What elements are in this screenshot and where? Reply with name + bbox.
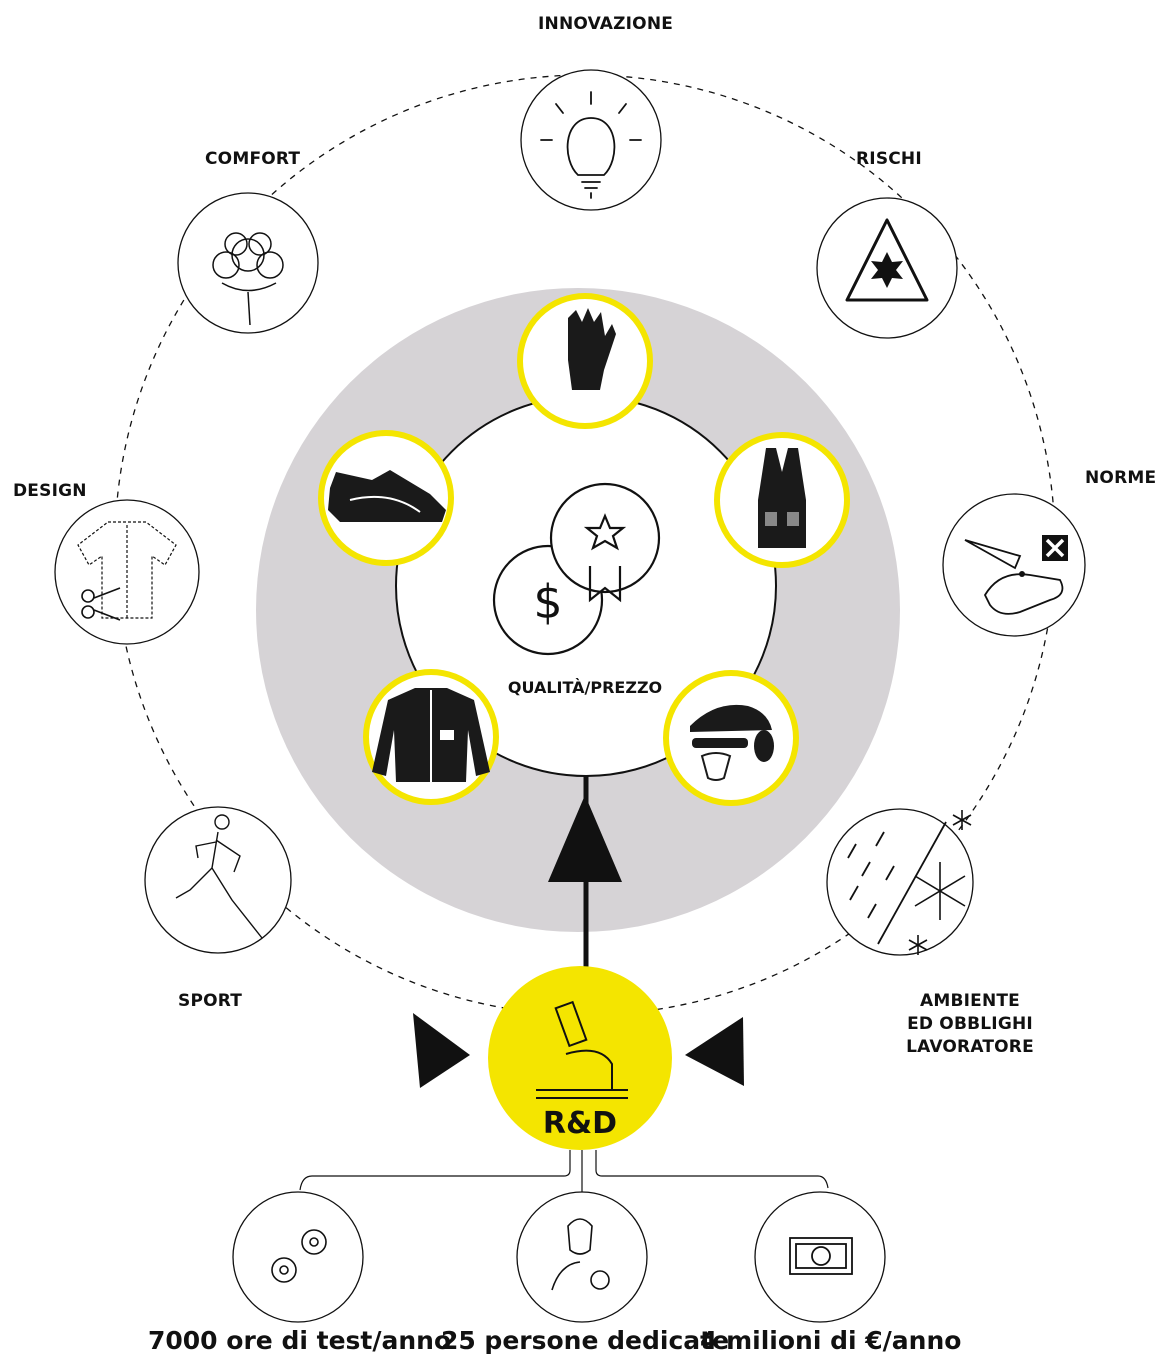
innovazione-node bbox=[520, 69, 662, 211]
shirt-pattern-icon bbox=[77, 521, 177, 619]
design-label: DESIGN bbox=[13, 481, 87, 501]
rischi-label: RISCHI bbox=[856, 149, 922, 169]
comfort-label: COMFORT bbox=[205, 149, 301, 169]
people-node bbox=[516, 1191, 648, 1323]
left-arrow-head bbox=[413, 1013, 470, 1088]
innovazione-label: INNOVAZIONE bbox=[538, 14, 674, 34]
ambiente-line-2: ED OBBLIGHI bbox=[907, 1013, 1033, 1034]
snowflake-icon bbox=[908, 810, 972, 955]
cotton-icon bbox=[212, 232, 284, 326]
up-arrow-head bbox=[548, 795, 622, 882]
ambiente-node bbox=[826, 808, 974, 956]
ambiente-label: AMBIENTE ED OBBLIGHI LAVORATORE bbox=[900, 990, 1040, 1059]
glove-node bbox=[517, 293, 653, 429]
rd-label: R&D bbox=[542, 1106, 618, 1141]
glove-icon bbox=[568, 308, 616, 390]
gears-icon bbox=[271, 1229, 327, 1283]
rain-snow-icon bbox=[847, 821, 947, 945]
norme-node bbox=[942, 493, 1086, 637]
stat-test-hours: 7000 ore di test/anno bbox=[148, 1326, 452, 1355]
runner-icon bbox=[175, 814, 263, 939]
banknote-icon bbox=[789, 1237, 853, 1275]
chemical-hazard-icon bbox=[964, 535, 1068, 615]
sport-node bbox=[144, 806, 292, 954]
norme-label: NORME bbox=[1085, 468, 1157, 488]
laser-warning-icon bbox=[845, 218, 929, 302]
scissors-icon bbox=[81, 587, 121, 621]
test-hours-node bbox=[232, 1191, 364, 1323]
rischi-node bbox=[816, 197, 958, 339]
ribbon-icon bbox=[588, 566, 622, 603]
stat-people: 25 persone dedicate bbox=[440, 1326, 730, 1355]
stat-budget: 4 milioni di €/anno bbox=[700, 1326, 962, 1355]
microscope-icon bbox=[536, 1000, 628, 1099]
sport-label: SPORT bbox=[178, 991, 243, 1011]
quality-price-label: QUALITÀ/PREZZO bbox=[507, 678, 663, 697]
budget-node bbox=[754, 1191, 886, 1323]
vest-node bbox=[714, 432, 850, 568]
ambiente-line-1: AMBIENTE bbox=[919, 991, 1020, 1011]
rd-hub-circle bbox=[488, 966, 672, 1150]
helmet-goggles-mask-icon bbox=[690, 704, 774, 781]
lightbulb-icon bbox=[540, 91, 642, 199]
quality-price-icon: $ bbox=[492, 482, 661, 656]
jacket-node bbox=[363, 669, 499, 805]
right-arrow-head bbox=[685, 1017, 744, 1086]
ambiente-line-3: LAVORATORE bbox=[906, 1036, 1034, 1057]
comfort-node bbox=[177, 192, 319, 334]
shoe-node bbox=[318, 430, 454, 566]
ppe-node bbox=[663, 670, 799, 806]
star-icon bbox=[583, 513, 627, 551]
design-node bbox=[54, 499, 200, 645]
stats-connectors bbox=[299, 1150, 829, 1196]
dollar-icon: $ bbox=[533, 575, 562, 629]
person-gear-icon bbox=[551, 1218, 610, 1291]
